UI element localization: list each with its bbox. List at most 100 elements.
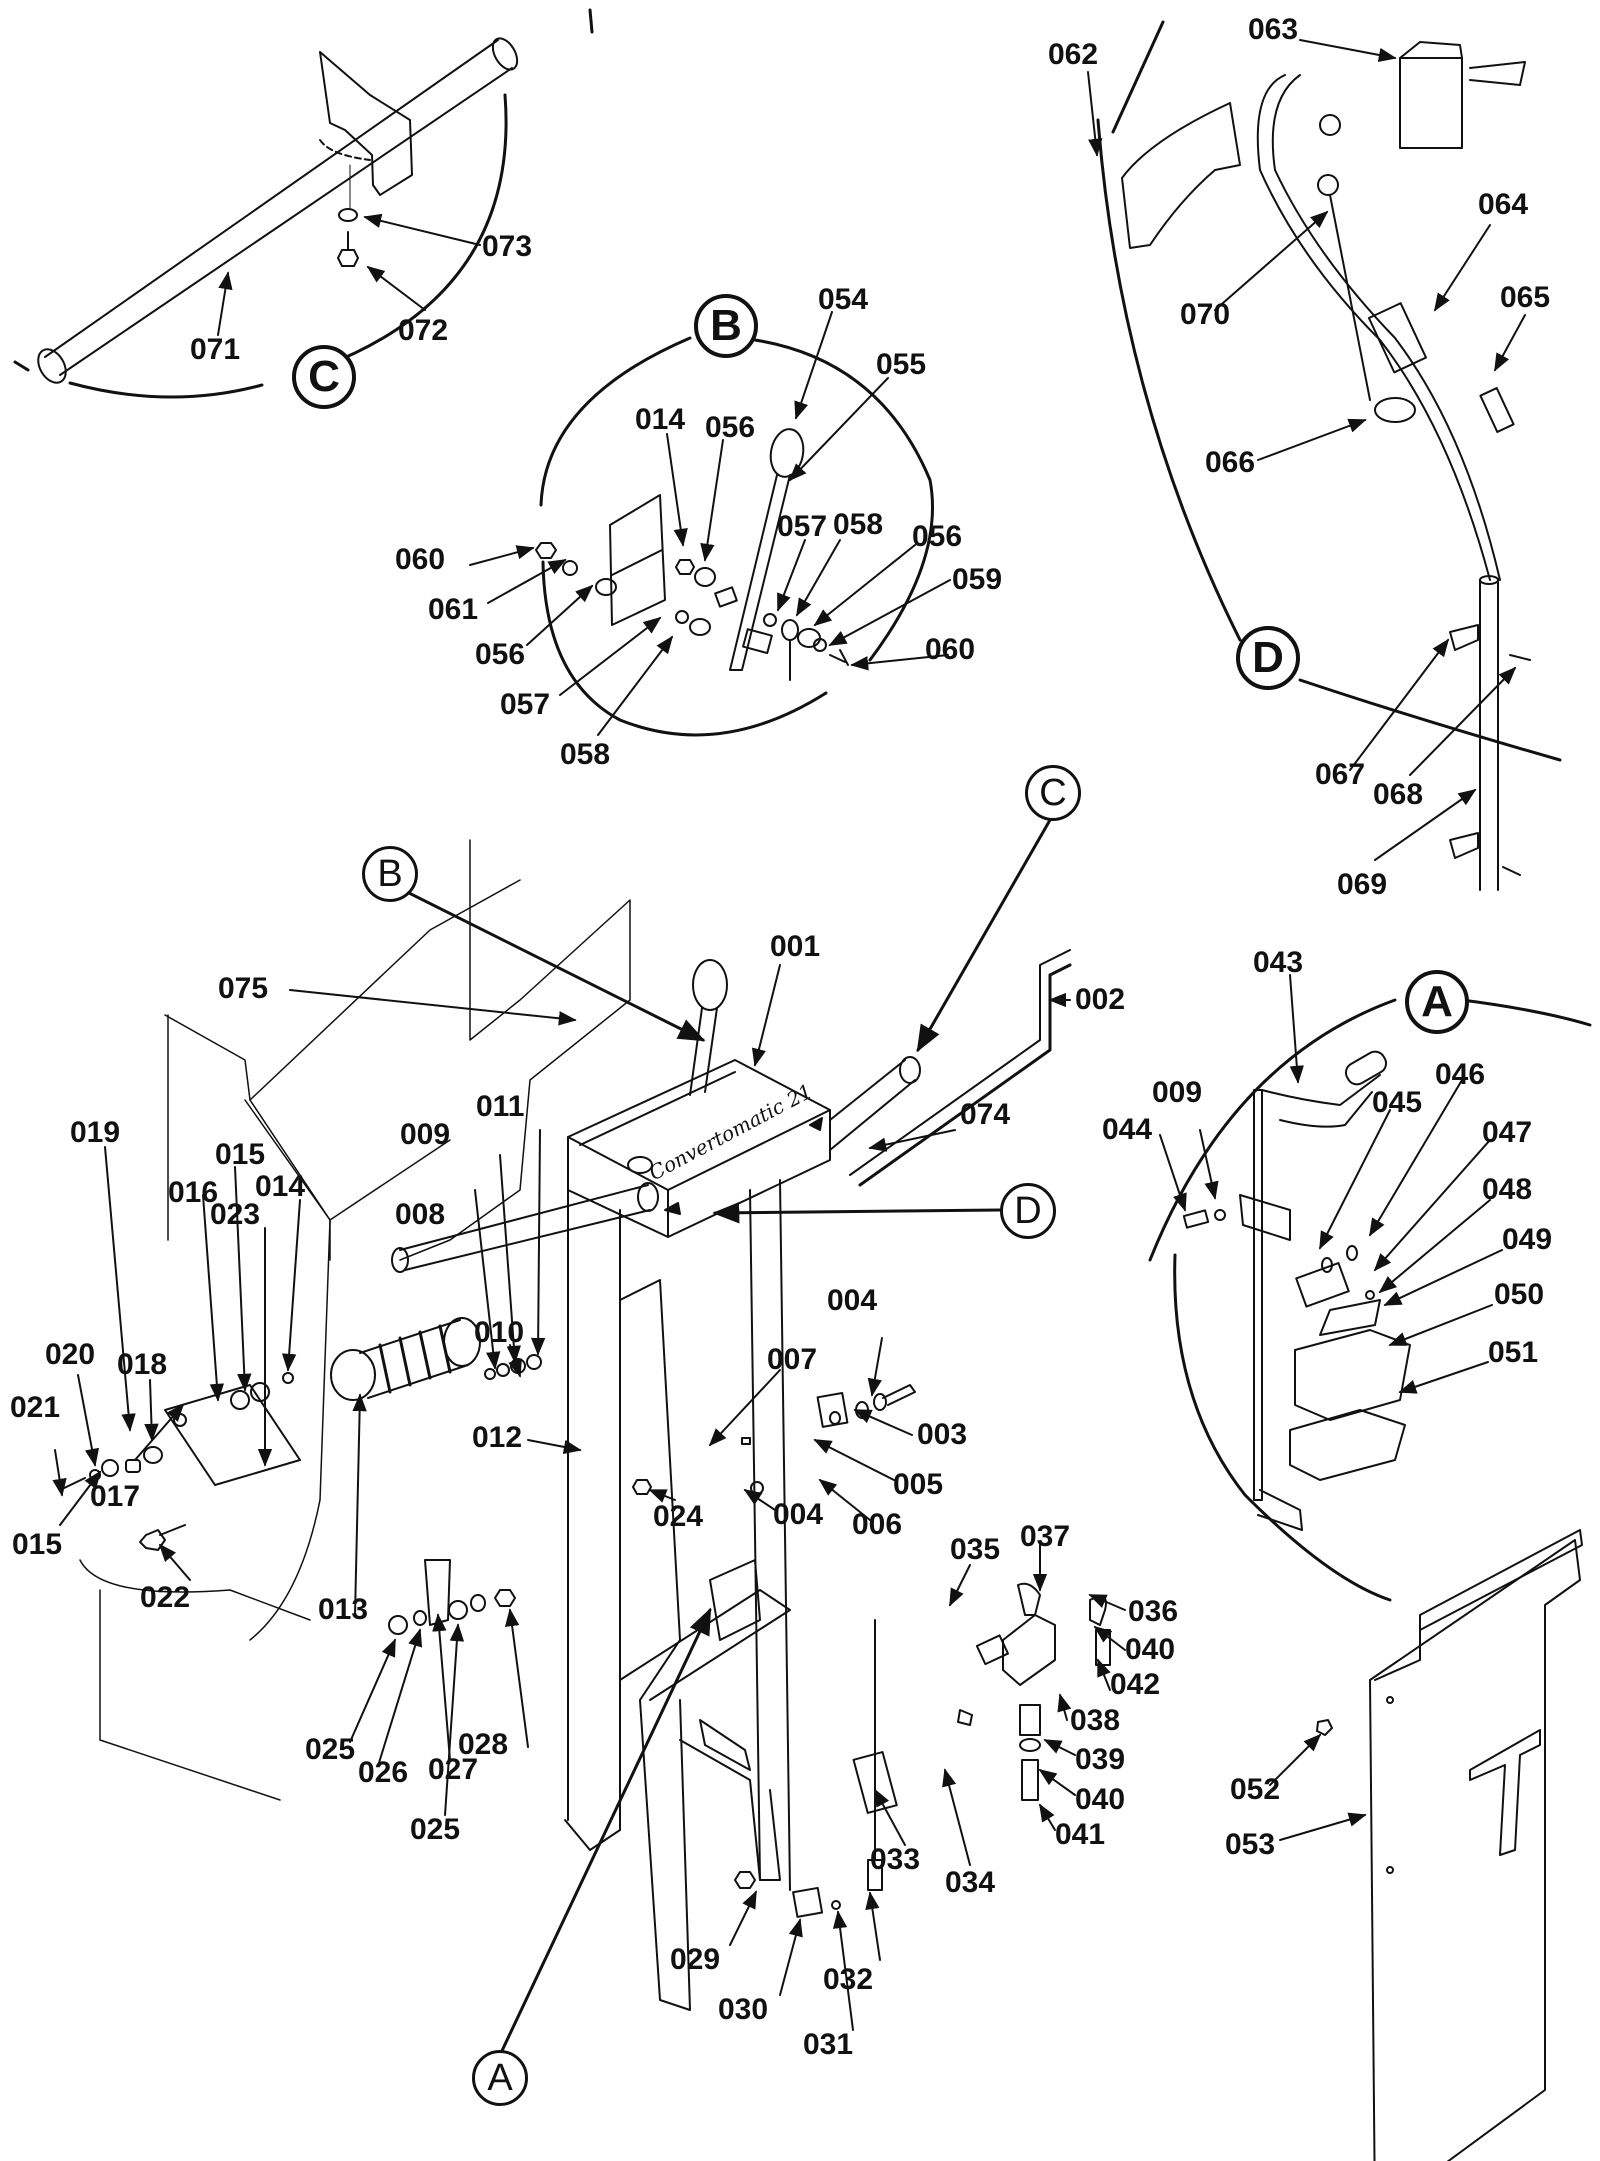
main-callout-a[interactable]: A <box>472 2050 528 2106</box>
detail-callout-c[interactable]: C <box>292 345 356 409</box>
part-label-025a[interactable]: 025 <box>305 1733 356 1766</box>
part-label-057-b1[interactable]: 057 <box>777 510 828 543</box>
part-label-039[interactable]: 039 <box>1075 1743 1126 1776</box>
part-label-026[interactable]: 026 <box>358 1756 409 1789</box>
part-label-019[interactable]: 019 <box>70 1116 121 1149</box>
part-label-006[interactable]: 006 <box>852 1508 903 1541</box>
part-label-056-b1[interactable]: 056 <box>705 411 756 444</box>
detail-callout-b[interactable]: B <box>694 294 758 358</box>
part-label-031[interactable]: 031 <box>803 2028 854 2061</box>
part-label-074[interactable]: 074 <box>960 1098 1011 1131</box>
part-label-004b[interactable]: 004 <box>773 1498 824 1531</box>
part-label-062[interactable]: 062 <box>1048 38 1099 71</box>
part-label-035[interactable]: 035 <box>950 1533 1001 1566</box>
part-label-005[interactable]: 005 <box>893 1468 944 1501</box>
part-label-013[interactable]: 013 <box>318 1593 369 1626</box>
part-label-025b[interactable]: 025 <box>410 1813 461 1846</box>
part-label-059[interactable]: 059 <box>952 563 1003 596</box>
part-label-015b[interactable]: 015 <box>12 1528 63 1561</box>
part-label-037[interactable]: 037 <box>1020 1520 1071 1553</box>
part-label-071[interactable]: 071 <box>190 333 241 366</box>
main-callout-d[interactable]: D <box>1000 1183 1056 1239</box>
leader-b-056a <box>700 440 723 562</box>
leader-003 <box>853 1410 912 1435</box>
part-label-061[interactable]: 061 <box>428 593 479 626</box>
part-label-007[interactable]: 007 <box>767 1343 818 1376</box>
part-label-027[interactable]: 027 <box>428 1753 479 1786</box>
part-label-068[interactable]: 068 <box>1373 778 1424 811</box>
part-label-043[interactable]: 043 <box>1253 946 1304 979</box>
part-label-008[interactable]: 008 <box>395 1198 446 1231</box>
part-label-009-a[interactable]: 009 <box>1152 1076 1203 1109</box>
part-label-050[interactable]: 050 <box>1494 1278 1545 1311</box>
part-label-009[interactable]: 009 <box>400 1118 451 1151</box>
part-label-023[interactable]: 023 <box>210 1198 261 1231</box>
part-label-072[interactable]: 072 <box>398 314 449 347</box>
part-label-022[interactable]: 022 <box>140 1581 191 1614</box>
part-label-034[interactable]: 034 <box>945 1866 996 1899</box>
part-label-036[interactable]: 036 <box>1128 1595 1179 1628</box>
part-label-064[interactable]: 064 <box>1478 188 1529 221</box>
part-label-024[interactable]: 024 <box>653 1500 704 1533</box>
part-label-010[interactable]: 010 <box>474 1316 525 1349</box>
part-label-066[interactable]: 066 <box>1205 446 1256 479</box>
part-label-041[interactable]: 041 <box>1055 1818 1106 1851</box>
part-label-032[interactable]: 032 <box>823 1963 874 1996</box>
bolt-072 <box>338 165 358 266</box>
leader-012 <box>528 1440 582 1455</box>
part-label-038[interactable]: 038 <box>1070 1704 1121 1737</box>
part-label-003[interactable]: 003 <box>917 1418 968 1451</box>
part-label-030[interactable]: 030 <box>718 1993 769 2026</box>
part-label-004a[interactable]: 004 <box>827 1284 878 1317</box>
part-label-052[interactable]: 052 <box>1230 1773 1281 1806</box>
part-label-012[interactable]: 012 <box>472 1421 523 1454</box>
main-callout-c[interactable]: C <box>1025 765 1081 821</box>
leader-b-060a <box>470 545 535 565</box>
part-label-057-b2[interactable]: 057 <box>500 688 551 721</box>
part-label-047[interactable]: 047 <box>1482 1116 1533 1149</box>
part-label-046[interactable]: 046 <box>1435 1058 1486 1091</box>
part-label-014[interactable]: 014 <box>255 1170 306 1203</box>
part-label-051[interactable]: 051 <box>1488 1336 1539 1369</box>
part-label-070[interactable]: 070 <box>1180 298 1231 331</box>
part-label-073[interactable]: 073 <box>482 230 533 263</box>
part-label-056-b2[interactable]: 056 <box>912 520 963 553</box>
part-label-055[interactable]: 055 <box>876 348 927 381</box>
part-label-075[interactable]: 075 <box>218 972 269 1005</box>
part-label-069[interactable]: 069 <box>1337 868 1388 901</box>
detail-callout-a[interactable]: A <box>1405 970 1469 1034</box>
part-label-028[interactable]: 028 <box>458 1728 509 1761</box>
part-label-054[interactable]: 054 <box>818 283 869 316</box>
part-label-016[interactable]: 016 <box>168 1176 219 1209</box>
part-label-014-b[interactable]: 014 <box>635 403 686 436</box>
part-label-063[interactable]: 063 <box>1248 13 1299 46</box>
part-label-040b[interactable]: 040 <box>1075 1783 1126 1816</box>
part-label-049[interactable]: 049 <box>1502 1223 1553 1256</box>
part-label-017[interactable]: 017 <box>90 1480 141 1513</box>
part-label-053[interactable]: 053 <box>1225 1828 1276 1861</box>
part-label-021[interactable]: 021 <box>10 1391 61 1424</box>
part-label-058-b2[interactable]: 058 <box>560 738 611 771</box>
part-label-044[interactable]: 044 <box>1102 1113 1153 1146</box>
detail-callout-d[interactable]: D <box>1236 626 1300 690</box>
part-label-018[interactable]: 018 <box>117 1348 168 1381</box>
part-label-029[interactable]: 029 <box>670 1943 721 1976</box>
part-label-056-b3[interactable]: 056 <box>475 638 526 671</box>
part-label-060-b2[interactable]: 060 <box>925 633 976 666</box>
part-label-048[interactable]: 048 <box>1482 1173 1533 1206</box>
part-label-015a[interactable]: 015 <box>215 1138 266 1171</box>
part-label-045[interactable]: 045 <box>1372 1086 1423 1119</box>
part-label-042[interactable]: 042 <box>1110 1668 1161 1701</box>
part-label-033[interactable]: 033 <box>870 1843 921 1876</box>
part-label-020[interactable]: 020 <box>45 1338 96 1371</box>
part-label-065[interactable]: 065 <box>1500 281 1551 314</box>
part-label-058-b1[interactable]: 058 <box>833 508 884 541</box>
part-label-001[interactable]: 001 <box>770 930 821 963</box>
part-label-011[interactable]: 011 <box>476 1090 525 1123</box>
part-label-067[interactable]: 067 <box>1315 758 1366 791</box>
main-callout-b[interactable]: B <box>362 846 418 902</box>
leader-001 <box>751 965 780 1067</box>
part-label-060-b1[interactable]: 060 <box>395 543 446 576</box>
part-label-002[interactable]: 002 <box>1075 983 1126 1016</box>
part-label-040a[interactable]: 040 <box>1125 1633 1176 1666</box>
